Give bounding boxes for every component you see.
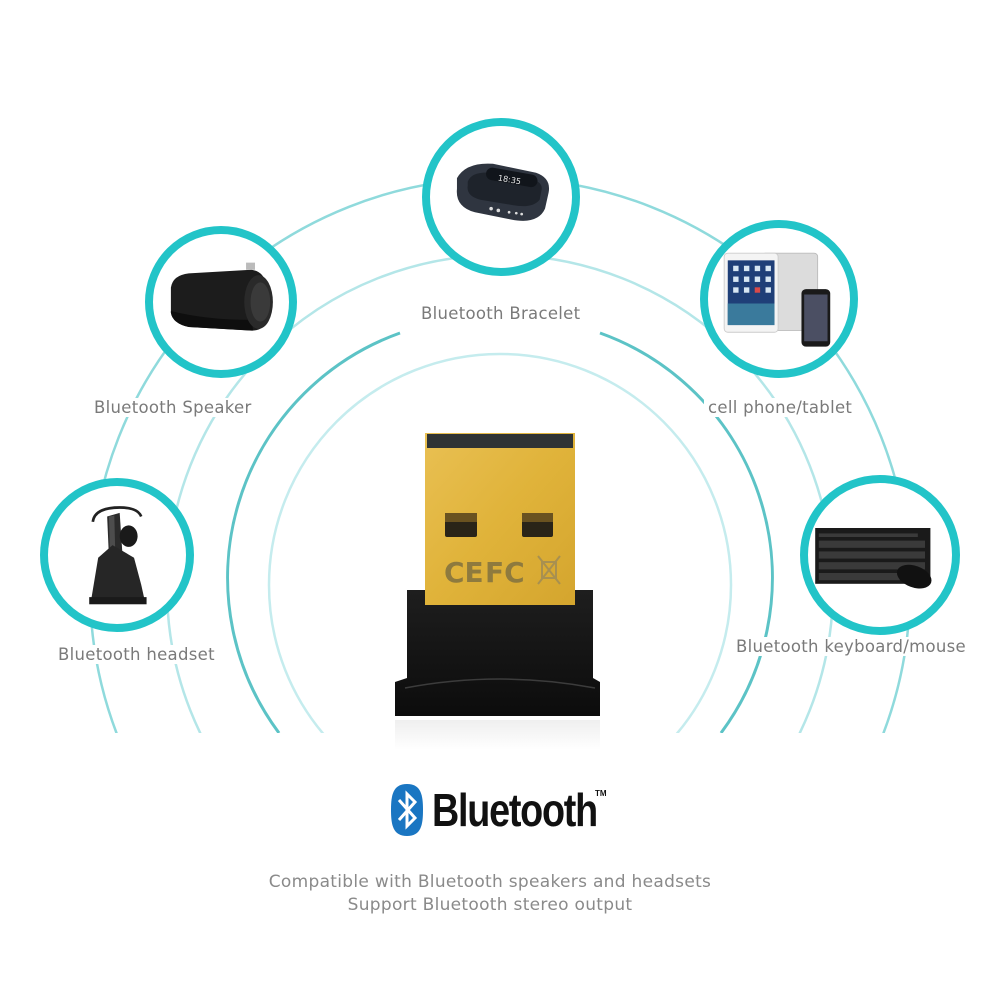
svg-text:18:35: 18:35: [497, 172, 522, 186]
usb-bluetooth-adapter: CE FC: [395, 433, 600, 750]
label-keyboard-mouse: Bluetooth keyboard/mouse: [732, 637, 971, 656]
headset-icon: [89, 506, 147, 605]
arc-third-right: [599, 331, 774, 733]
device-headset: [40, 478, 194, 632]
bluetooth-wordmark: Bluetooth: [432, 784, 598, 836]
phone-tablet-icon: [723, 252, 831, 347]
trademark-symbol: TM: [595, 789, 607, 798]
arc-inner: [267, 352, 733, 733]
adapter-body: [395, 590, 600, 716]
device-bracelet: 18:35: [422, 118, 580, 276]
bluetooth-rune-icon: [391, 784, 423, 836]
device-phone-tablet: [700, 220, 858, 378]
weee-icon: [537, 555, 561, 585]
label-phone-tablet: cell phone/tablet: [704, 398, 857, 417]
speaker-icon: [170, 262, 273, 331]
label-headset: Bluetooth headset: [54, 645, 219, 664]
tagline-stereo: Support Bluetooth stereo output: [347, 895, 633, 915]
label-speaker: Bluetooth Speaker: [90, 398, 256, 417]
bluetooth-logo: Bluetooth TM: [390, 783, 633, 837]
fcc-mark: FC: [485, 556, 525, 589]
arc-third-left: [226, 331, 401, 733]
keyboard-mouse-icon: [815, 528, 932, 589]
smart-bracelet-icon: 18:35: [456, 163, 550, 221]
tagline-compatible: Compatible with Bluetooth speakers and h…: [268, 872, 712, 892]
device-keyboard-mouse: [800, 475, 960, 635]
device-speaker: [145, 226, 297, 378]
label-bracelet: Bluetooth Bracelet: [417, 304, 585, 323]
ce-mark: CE: [444, 556, 484, 589]
